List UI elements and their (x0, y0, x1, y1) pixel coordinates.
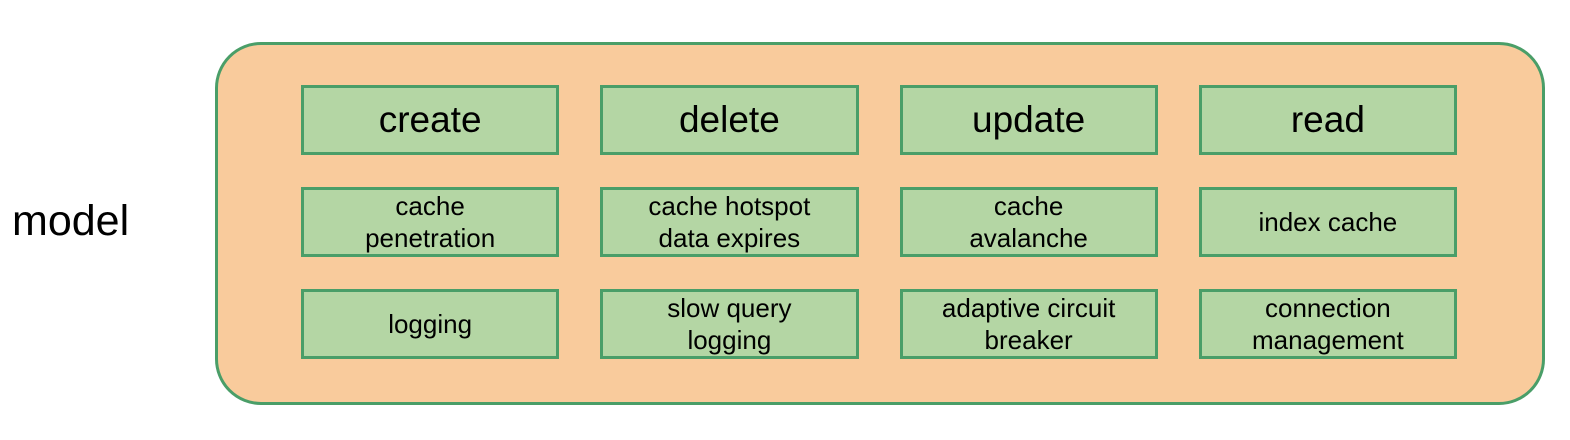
model-container: create delete update read cache penetrat… (215, 42, 1545, 405)
cell-cache-hotspot-data-expires: cache hotspot data expires (600, 187, 859, 257)
cell-connection-management: connection management (1198, 289, 1457, 359)
cell-create: create (301, 85, 560, 155)
cell-cache-penetration: cache penetration (301, 187, 560, 257)
cell-delete: delete (600, 85, 859, 155)
cell-index-cache: index cache (1198, 187, 1457, 257)
cell-logging: logging (301, 289, 560, 359)
cell-cache-avalanche: cache avalanche (899, 187, 1158, 257)
cell-update: update (899, 85, 1158, 155)
cell-read: read (1198, 85, 1457, 155)
cell-adaptive-circuit-breaker: adaptive circuit breaker (899, 289, 1158, 359)
cell-slow-query-logging: slow query logging (600, 289, 859, 359)
model-label: model (12, 197, 130, 245)
